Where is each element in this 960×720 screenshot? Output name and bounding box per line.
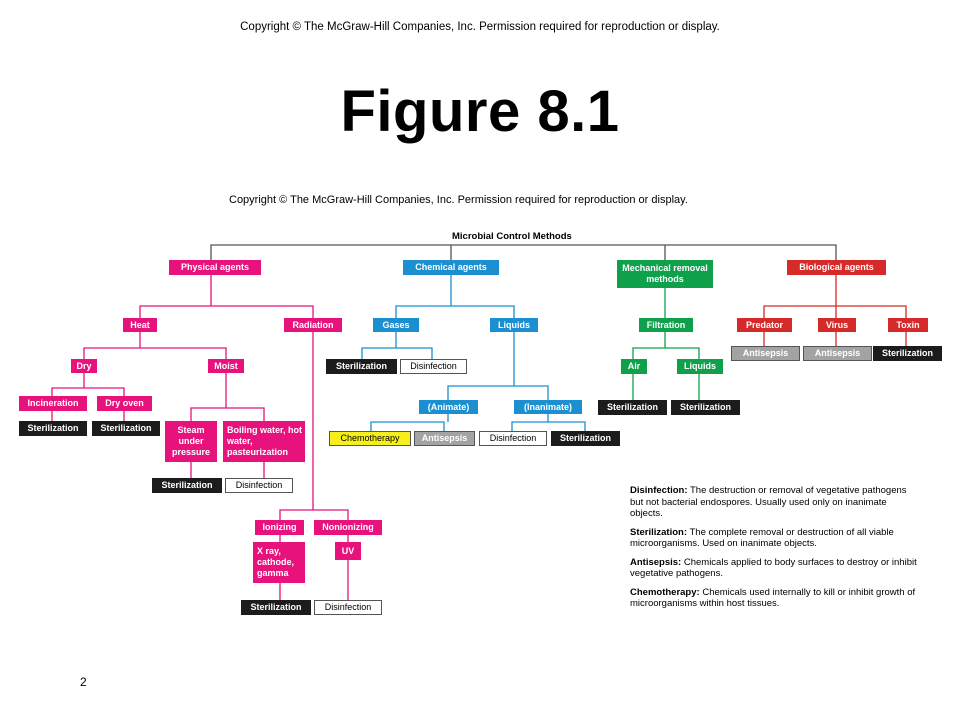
- xray-box: X ray, cathode, gamma: [253, 542, 305, 583]
- moist-disinfection-box: Disinfection: [225, 478, 293, 493]
- inanimate-disinfection-box: Disinfection: [479, 431, 547, 446]
- uv-box: UV: [335, 542, 361, 560]
- definition-disinfection: Disinfection: The destruction or removal…: [630, 485, 907, 519]
- definitions-legend: Disinfection: The destruction or removal…: [630, 485, 920, 617]
- ionizing-box: Ionizing: [255, 520, 304, 535]
- air-box: Air: [621, 359, 647, 374]
- definition-antisepsis: Antisepsis: Chemicals applied to body su…: [630, 556, 917, 580]
- dry-oven-box: Dry oven: [97, 396, 152, 411]
- dry-oven-sterilization-box: Sterilization: [92, 421, 160, 436]
- definition-chemotherapy: Chemotherapy: Chemicals used internally …: [630, 586, 916, 610]
- liquids-sterilization-box: Sterilization: [671, 400, 740, 415]
- moist-box: Moist: [208, 359, 244, 373]
- slide-title: Figure 8.1: [340, 79, 620, 144]
- physical-agents-box: Physical agents: [169, 260, 261, 275]
- chemical-agents-box: Chemical agents: [403, 260, 499, 275]
- radiation-box: Radiation: [284, 318, 342, 332]
- boiling-water-box: Boiling water, hot water, pasteurization: [223, 421, 305, 462]
- biological-agents-box: Biological agents: [787, 260, 886, 275]
- definition-sterilization: Sterilization: The complete removal or d…: [630, 526, 894, 550]
- nonionizing-box: Nonionizing: [314, 520, 382, 535]
- predator-box: Predator: [737, 318, 792, 332]
- filtration-box: Filtration: [639, 318, 693, 332]
- slide-number: 2: [80, 675, 87, 689]
- mechanical-removal-box: Mechanical removal methods: [617, 260, 713, 288]
- toxin-sterilization-box: Sterilization: [873, 346, 942, 361]
- predator-antisepsis-box: Antisepsis: [731, 346, 800, 361]
- moist-sterilization-box: Sterilization: [152, 478, 222, 493]
- inanimate-box: (Inanimate): [514, 400, 582, 414]
- ionizing-sterilization-box: Sterilization: [241, 600, 311, 615]
- toxin-box: Toxin: [888, 318, 928, 332]
- inanimate-sterilization-box: Sterilization: [551, 431, 620, 446]
- incineration-sterilization-box: Sterilization: [19, 421, 87, 436]
- animate-box: (Animate): [419, 400, 478, 414]
- liquids-box: Liquids: [490, 318, 538, 332]
- animate-antisepsis-box: Antisepsis: [414, 431, 475, 446]
- root-connector: [210, 244, 837, 260]
- figure-copyright: Copyright © The McGraw-Hill Companies, I…: [229, 194, 688, 206]
- incineration-box: Incineration: [19, 396, 87, 411]
- gases-disinfection-box: Disinfection: [400, 359, 467, 374]
- heat-box: Heat: [123, 318, 157, 332]
- dry-box: Dry: [71, 359, 97, 373]
- air-sterilization-box: Sterilization: [598, 400, 667, 415]
- steam-box: Steam under pressure: [165, 421, 217, 462]
- filtration-liquids-box: Liquids: [677, 359, 723, 374]
- gases-box: Gases: [373, 318, 419, 332]
- gases-sterilization-box: Sterilization: [326, 359, 397, 374]
- chemotherapy-box: Chemotherapy: [329, 431, 411, 446]
- virus-box: Virus: [818, 318, 856, 332]
- slide-copyright: Copyright © The McGraw-Hill Companies, I…: [240, 21, 720, 33]
- root-label: Microbial Control Methods: [452, 231, 572, 242]
- virus-antisepsis-box: Antisepsis: [803, 346, 872, 361]
- uv-disinfection-box: Disinfection: [314, 600, 382, 615]
